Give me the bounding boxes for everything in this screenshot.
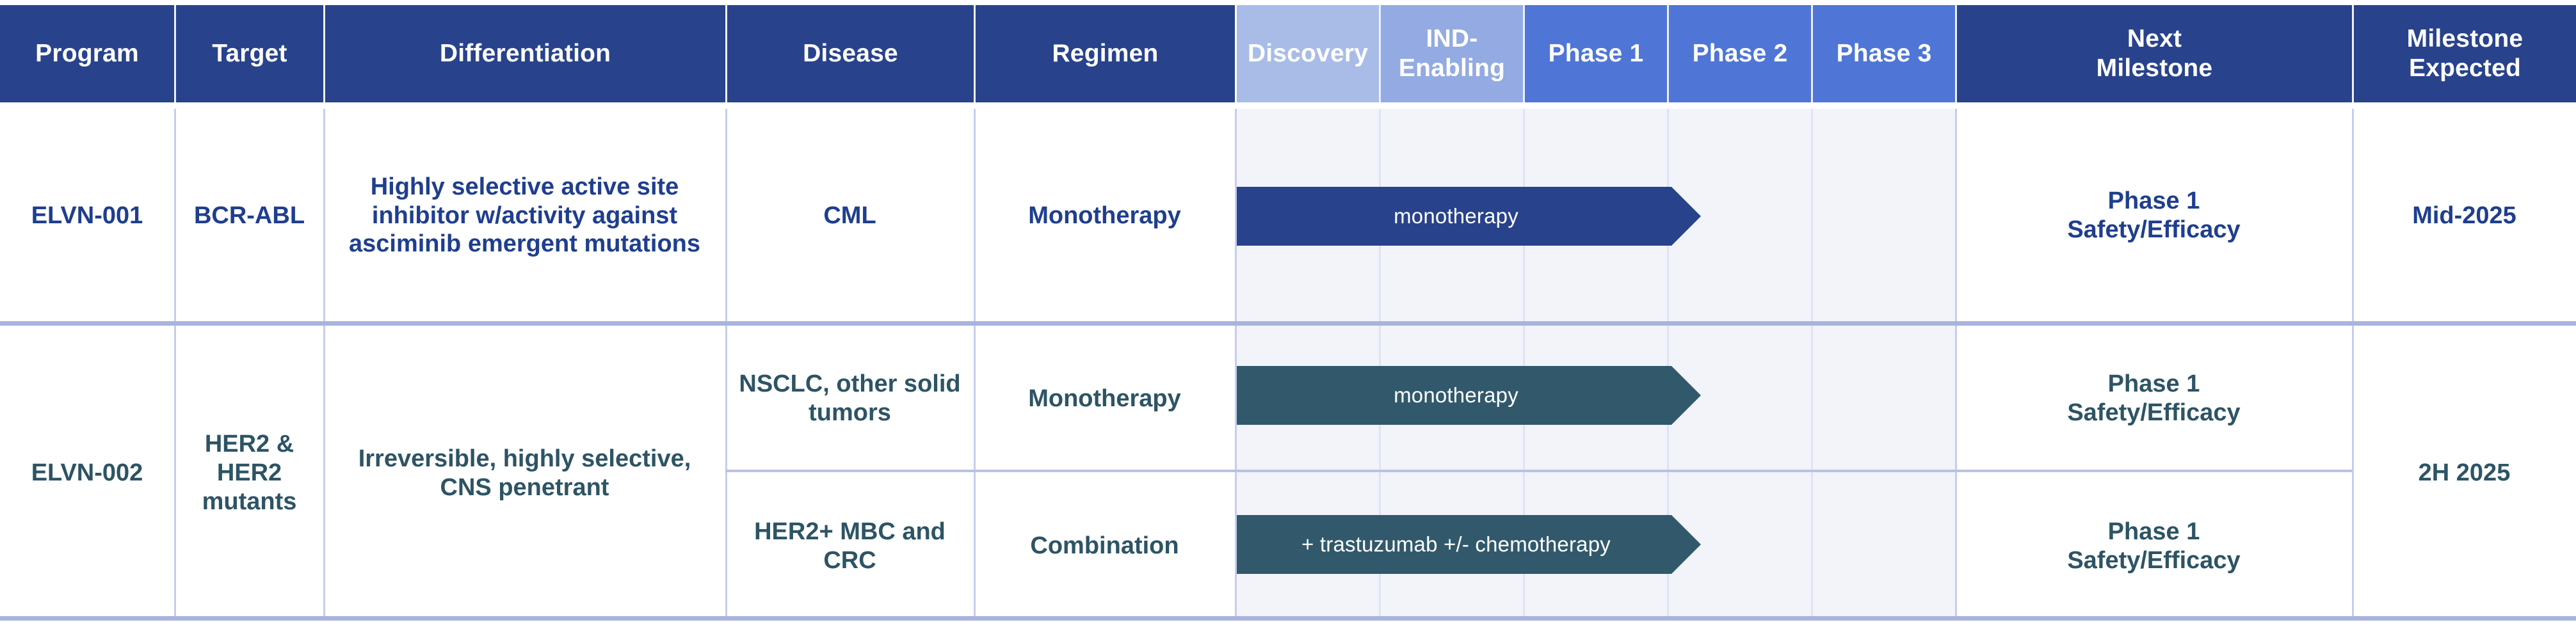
column-header-target: Target	[176, 5, 323, 102]
cell-regimen: Monotherapy	[976, 328, 1234, 470]
differentiation-text: Irreversible, highly selective, CNS pene…	[358, 445, 691, 501]
header-separator-1	[174, 5, 176, 102]
cell-disease: CML	[727, 110, 972, 321]
column-header-phase-1-label: Phase 1	[1548, 39, 1644, 67]
column-header-differentiation: Differentiation	[325, 5, 725, 102]
column-header-milestone-expected-label-line1: Milestone	[2406, 24, 2524, 52]
cell-next-milestone: Phase 1 Safety/Efficacy	[1957, 473, 2351, 619]
header-separator-8	[1811, 5, 1813, 102]
column-header-milestone-expected-label-line2: Expected	[2408, 54, 2521, 82]
sub-row-separator	[725, 470, 2352, 472]
body-rule-differentiation-disease	[725, 109, 727, 619]
progress-arrow[interactable]: + trastuzumab +/- chemotherapy	[1237, 515, 1701, 574]
column-header-ind-enabling: IND- Enabling	[1381, 5, 1523, 102]
cell-disease: NSCLC, other solid tumors	[727, 328, 972, 470]
regimen-text: Combination	[1030, 532, 1179, 560]
row-separator-1	[0, 321, 2576, 326]
column-header-ind-enabling-label-line1: IND-	[1426, 24, 1478, 52]
cell-milestone-expected: 2H 2025	[2354, 328, 2575, 619]
cell-next-milestone: Phase 1 Safety/Efficacy	[1957, 328, 2351, 470]
column-header-next-milestone: Next Milestone	[1957, 5, 2352, 102]
program-name: ELVN-002	[31, 459, 143, 487]
regimen-text: Monotherapy	[1028, 202, 1181, 229]
header-separator-3	[725, 5, 727, 102]
disease-text: HER2+ MBC and CRC	[754, 518, 946, 574]
cell-next-milestone: Phase 1 Safety/Efficacy	[1957, 110, 2351, 321]
column-header-phase-3-label: Phase 3	[1836, 39, 1932, 67]
body-rule-target-differentiation	[323, 109, 325, 619]
column-header-next-milestone-label-line2: Milestone	[2096, 54, 2213, 82]
body-rule-program-target	[174, 109, 176, 619]
target-name: HER2 & HER2 mutants	[202, 431, 297, 515]
cell-target: HER2 & HER2 mutants	[177, 328, 322, 619]
differentiation-text: Highly selective active site inhibitor w…	[348, 173, 700, 258]
column-header-differentiation-label: Differentiation	[439, 39, 611, 67]
header-separator-9	[1955, 5, 1957, 102]
next-milestone-line2: Safety/Efficacy	[2067, 216, 2241, 243]
body-rule-phases-next-milestone	[1955, 109, 1957, 619]
milestone-expected-text: Mid-2025	[2412, 202, 2516, 229]
target-name: BCR-ABL	[193, 202, 305, 229]
column-header-phase-3: Phase 3	[1813, 5, 1955, 102]
cell-disease: HER2+ MBC and CRC	[727, 473, 972, 619]
phase-band-line-4	[1811, 109, 1813, 619]
header-separator-2	[323, 5, 325, 102]
phase-band-line-2	[1523, 109, 1525, 619]
disease-text: NSCLC, other solid tumors	[739, 370, 961, 426]
column-header-next-milestone-label-line1: Next	[2127, 24, 2182, 52]
cell-differentiation: Irreversible, highly selective, CNS pene…	[325, 328, 724, 619]
header-separator-5	[1379, 5, 1381, 102]
body-rule-disease-regimen	[974, 109, 976, 619]
column-header-program-label: Program	[35, 39, 139, 67]
column-header-disease-label: Disease	[803, 39, 898, 67]
cell-differentiation: Highly selective active site inhibitor w…	[325, 110, 724, 321]
cell-program: ELVN-002	[1, 328, 173, 619]
column-header-phase-1: Phase 1	[1525, 5, 1667, 102]
regimen-text: Monotherapy	[1028, 385, 1181, 412]
column-header-disease: Disease	[727, 5, 974, 102]
cell-regimen: Combination	[976, 473, 1234, 619]
disease-text: CML	[823, 202, 876, 229]
column-header-ind-enabling-label-line2: Enabling	[1398, 54, 1506, 82]
progress-arrow[interactable]: monotherapy	[1237, 366, 1701, 425]
next-milestone-line2: Safety/Efficacy	[2067, 399, 2241, 426]
column-header-discovery-label: Discovery	[1247, 39, 1369, 67]
phase-band-line-1	[1379, 109, 1381, 619]
next-milestone-line1: Phase 1	[2107, 370, 2200, 398]
cell-regimen: Monotherapy	[976, 110, 1234, 321]
header-separator-4	[974, 5, 976, 102]
column-header-phase-2: Phase 2	[1669, 5, 1811, 102]
cell-program: ELVN-001	[1, 110, 173, 321]
header-separator-10	[2352, 5, 2354, 102]
next-milestone-line1: Phase 1	[2107, 187, 2200, 215]
milestone-expected-text: 2H 2025	[2418, 459, 2511, 487]
cell-target: BCR-ABL	[177, 110, 322, 321]
column-header-discovery: Discovery	[1237, 5, 1379, 102]
next-milestone-line1: Phase 1	[2107, 518, 2200, 545]
column-header-target-label: Target	[212, 39, 287, 67]
body-rule-next-milestone-expected	[2352, 109, 2354, 619]
header-separator-7	[1667, 5, 1669, 102]
column-header-regimen-label: Regimen	[1052, 39, 1159, 67]
progress-arrow-label: + trastuzumab +/- chemotherapy	[1301, 532, 1611, 556]
progress-arrow-label: monotherapy	[1394, 383, 1518, 407]
next-milestone-line2: Safety/Efficacy	[2067, 546, 2241, 574]
column-header-milestone-expected: Milestone Expected	[2354, 5, 2576, 102]
program-name: ELVN-001	[31, 202, 143, 229]
column-header-program: Program	[0, 5, 174, 102]
column-header-phase-2-label: Phase 2	[1692, 39, 1788, 67]
phase-band-line-3	[1667, 109, 1669, 619]
cell-milestone-expected: Mid-2025	[2354, 110, 2575, 321]
column-header-regimen: Regimen	[976, 5, 1235, 102]
table-bottom-border	[0, 616, 2576, 621]
body-rule-regimen-phases	[1235, 109, 1237, 619]
header-separator-6	[1523, 5, 1525, 102]
